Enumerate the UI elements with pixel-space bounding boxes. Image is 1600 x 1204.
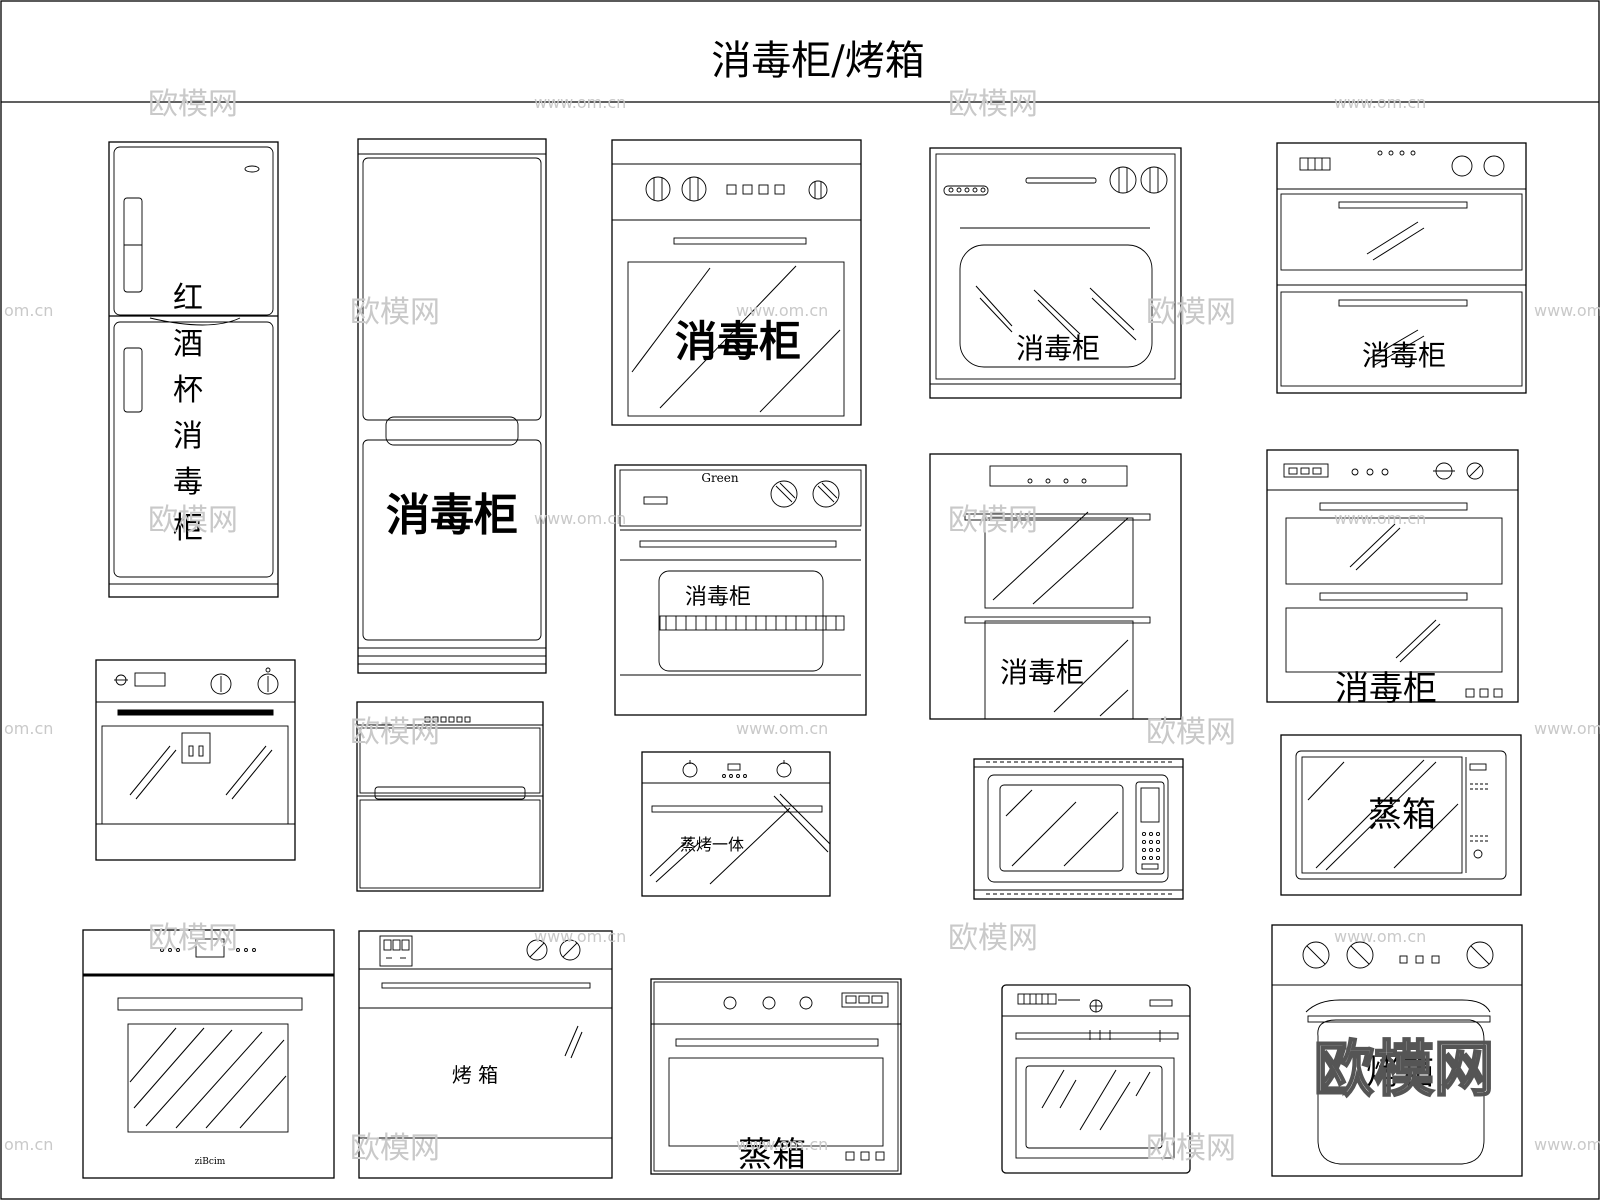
- wine-cabinet-char-2: 酒: [173, 327, 203, 362]
- watermark-url-14: www.om.cn: [736, 1135, 828, 1154]
- watermark-url-3: om.cn: [4, 301, 53, 320]
- wine-glass-cabinet: 红 酒 杯 消 毒 柜: [108, 141, 279, 598]
- oven-a-brand: ziBcim: [195, 1157, 226, 1167]
- watermark-url-12: www.om.cn: [1334, 927, 1426, 946]
- watermark-brand-4: 欧模网: [1146, 295, 1236, 330]
- wine-cabinet-char-6: 柜: [173, 511, 203, 546]
- double-cabinet-c-label: 消毒柜: [1335, 669, 1437, 709]
- watermark-brand-3: 欧模网: [350, 295, 440, 330]
- wine-cabinet-char-1: 红: [173, 281, 203, 316]
- compact-oven: [1001, 984, 1191, 1174]
- watermark-brand-11: 欧模网: [350, 1131, 440, 1166]
- oven-c-label: 烤箱: [1366, 1053, 1434, 1093]
- built-in-microwave: [973, 758, 1184, 900]
- wine-cabinet-char-5: 毒: [173, 465, 203, 500]
- double-disinfection-cabinet-a: 消毒柜: [1276, 142, 1527, 394]
- green-oven-label: 消毒柜: [685, 585, 751, 610]
- watermark-brand-8: 欧模网: [1146, 715, 1236, 750]
- watermark-url-6: www.om.cn: [534, 509, 626, 528]
- disinfection-oven-b: 消毒柜: [929, 147, 1182, 399]
- watermark-url-2: www.om.cn: [1334, 93, 1426, 112]
- watermark-brand-12: 欧模网: [1146, 1131, 1236, 1166]
- watermark-url-7: www.om.cn: [1334, 509, 1426, 528]
- small-oven: [95, 659, 296, 861]
- watermark-url-1: www.om.cn: [534, 93, 626, 112]
- tall-cabinet-label: 消毒柜: [386, 490, 518, 541]
- watermark-url-10: www.om.cn: [1534, 719, 1600, 738]
- wine-cabinet-char-4: 消: [173, 419, 203, 454]
- steam-bake-oven: 蒸烤一体: [641, 751, 831, 897]
- watermark-brand-6: 欧模网: [948, 503, 1038, 538]
- tall-disinfection-cabinet: 消毒柜: [357, 138, 547, 674]
- steam-box-b: 蒸箱: [650, 978, 902, 1175]
- watermark-brand-7: 欧模网: [350, 715, 440, 750]
- watermark-brand-2: 欧模网: [948, 87, 1038, 122]
- built-in-oven-c: 烤箱: [1271, 924, 1523, 1177]
- watermark-url-8: om.cn: [4, 719, 53, 738]
- double-cabinet-a-label: 消毒柜: [1362, 339, 1446, 372]
- watermark-brand-large: 欧模网: [1314, 1035, 1494, 1105]
- green-disinfection-oven: Green 消毒柜: [614, 464, 867, 716]
- oven-b-label: 消毒柜: [1016, 332, 1100, 365]
- steam-box-b-label: 蒸箱: [738, 1135, 806, 1175]
- watermark-layer: 欧模网 www.om.cn 欧模网 www.om.cn om.cn 欧模网 ww…: [4, 87, 1600, 1166]
- green-brand-label: Green: [701, 471, 739, 485]
- watermark-url-9: www.om.cn: [736, 719, 828, 738]
- built-in-oven-b: 烤 箱: [358, 930, 613, 1179]
- watermark-url-5: www.om.cn: [1534, 301, 1600, 320]
- watermark-url-15: www.om.cn: [1534, 1135, 1600, 1154]
- watermark-url-11: www.om.cn: [534, 927, 626, 946]
- oven-b-label-text: 烤 箱: [452, 1063, 498, 1087]
- steam-box-a-label: 蒸箱: [1368, 795, 1436, 835]
- double-disinfection-cabinet-b: 消毒柜: [929, 453, 1182, 720]
- double-cabinet-b-label: 消毒柜: [1000, 656, 1084, 689]
- sheet-title: 消毒柜/烤箱: [711, 38, 924, 84]
- disinfection-oven-a: 消毒柜: [611, 139, 862, 426]
- steam-bake-label: 蒸烤一体: [680, 835, 744, 854]
- drawer-disinfection-cabinet: [356, 701, 544, 892]
- watermark-url-4: www.om.cn: [736, 301, 828, 320]
- wine-cabinet-char-3: 杯: [173, 373, 203, 408]
- steam-box-a: 蒸箱: [1280, 734, 1522, 896]
- watermark-brand-5: 欧模网: [148, 503, 238, 538]
- watermark-brand-10: 欧模网: [948, 921, 1038, 956]
- oven-a-label: 消毒柜: [675, 317, 801, 366]
- built-in-oven-a: ziBcim: [82, 929, 335, 1179]
- double-disinfection-cabinet-c: 消毒柜: [1266, 449, 1519, 709]
- watermark-url-13: om.cn: [4, 1135, 53, 1154]
- watermark-brand-9: 欧模网: [148, 921, 238, 956]
- watermark-brand-1: 欧模网: [148, 87, 238, 122]
